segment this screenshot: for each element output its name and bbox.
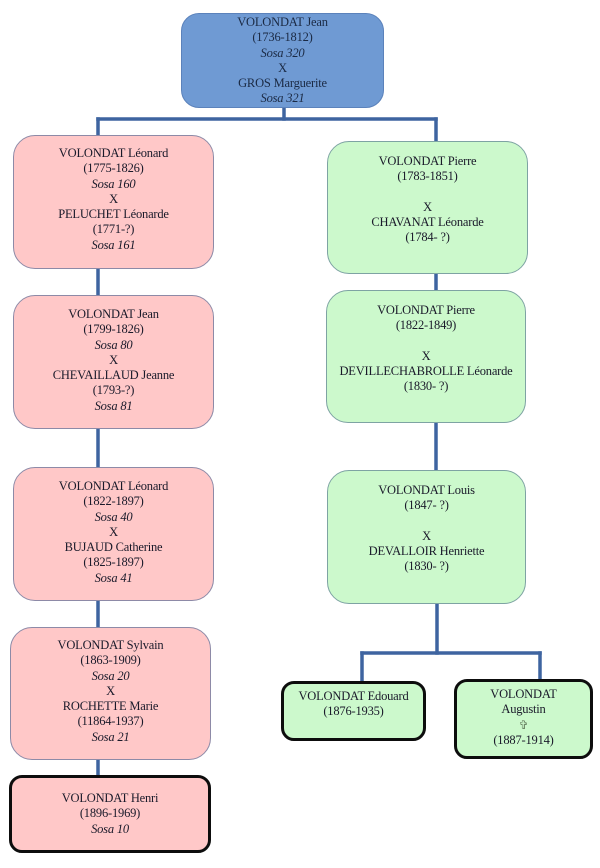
husband-dates: (1783-1851) [397, 169, 458, 184]
wife-name: DEVILLECHABROLLE Léonarde [339, 364, 513, 379]
wife-dates: (1825-1897) [83, 555, 144, 570]
right-couple-box-3: VOLONDAT Louis (1847- ?) X DEVALLOIR Hen… [327, 470, 526, 604]
husband-name: VOLONDAT Jean [237, 15, 328, 29]
person-dates: (1887-1914) [493, 732, 554, 747]
husband-dates: (1775-1826) [83, 161, 144, 176]
wife-sosa: Sosa 21 [91, 729, 130, 744]
wife-dates: (1771-?) [92, 222, 135, 237]
left-couple-box-2: VOLONDAT Jean (1799-1826) Sosa 80 X CHEV… [13, 295, 214, 429]
wife-name: ROCHETTE Marie [62, 699, 159, 714]
wife-sosa: Sosa 81 [94, 398, 133, 413]
husband-sosa: Sosa 160 [91, 176, 136, 191]
person-sosa: Sosa 10 [91, 821, 129, 836]
wife-dates: (1784- ?) [405, 230, 450, 245]
wife-name: CHEVAILLAUD Jeanne [52, 368, 175, 383]
right-couple-box-2: VOLONDAT Pierre (1822-1849) X DEVILLECHA… [326, 290, 526, 423]
person-name: VOLONDAT Edouard [298, 689, 409, 703]
husband-dates: (1736-1812) [252, 30, 313, 45]
person-name-line2: Augustin [501, 702, 546, 717]
marriage-marker: X [423, 199, 432, 214]
husband-dates: (1799-1826) [83, 322, 144, 337]
child-box-augustin: VOLONDAT Augustin ✞ (1887-1914) [454, 679, 593, 759]
wife-name: CHAVANAT Léonarde [371, 215, 484, 230]
person-name-line1: VOLONDAT [490, 687, 557, 701]
wife-name: PELUCHET Léonarde [58, 207, 169, 222]
marriage-marker: X [109, 352, 118, 367]
husband-dates: (1822-1849) [395, 318, 457, 333]
left-couple-box-4: VOLONDAT Sylvain (1863-1909) Sosa 20 X R… [10, 627, 211, 760]
wife-dates: (11864-1937) [77, 714, 144, 729]
wife-dates: (1793-?) [92, 383, 135, 398]
wife-sosa: Sosa 321 [260, 91, 305, 106]
person-dates: (1896-1969) [79, 806, 141, 821]
marriage-marker: X [422, 528, 431, 543]
marriage-marker: X [278, 60, 287, 75]
husband-sosa: Sosa 80 [94, 337, 133, 352]
wife-name: DEVALLOIR Henriette [368, 544, 485, 559]
husband-name: VOLONDAT Sylvain [57, 638, 164, 652]
wife-dates: (1830- ?) [403, 379, 449, 394]
person-dates: (1876-1935) [323, 704, 384, 719]
husband-name: VOLONDAT Jean [68, 307, 159, 321]
wife-dates: (1830- ?) [404, 559, 449, 574]
root-couple-box: VOLONDAT Jean (1736-1812) Sosa 320 X GRO… [181, 13, 384, 108]
wife-name: BUJAUD Catherine [64, 540, 163, 555]
husband-sosa: Sosa 40 [94, 509, 133, 524]
marriage-marker: X [106, 683, 115, 698]
husband-sosa: Sosa 20 [91, 668, 130, 683]
cross-icon: ✞ [518, 717, 529, 732]
person-name: VOLONDAT Henri [61, 791, 159, 805]
child-box-edouard: VOLONDAT Edouard (1876-1935) [281, 681, 426, 741]
marriage-marker: X [109, 524, 118, 539]
wife-sosa: Sosa 161 [91, 237, 136, 252]
wife-sosa: Sosa 41 [94, 570, 133, 585]
left-person-box-henri: VOLONDAT Henri (1896-1969) Sosa 10 [9, 775, 211, 853]
husband-dates: (1863-1909) [80, 653, 141, 668]
marriage-marker: X [109, 191, 118, 206]
husband-name: VOLONDAT Pierre [377, 303, 475, 317]
left-couple-box-3: VOLONDAT Léonard (1822-1897) Sosa 40 X B… [13, 467, 214, 601]
husband-dates: (1847- ?) [404, 498, 449, 513]
husband-name: VOLONDAT Pierre [378, 154, 477, 168]
husband-sosa: Sosa 320 [260, 45, 305, 60]
left-couple-box-1: VOLONDAT Léonard (1775-1826) Sosa 160 X … [13, 135, 214, 269]
wife-name: GROS Marguerite [238, 76, 327, 91]
husband-name: VOLONDAT Léonard [58, 479, 169, 493]
marriage-marker: X [421, 348, 431, 363]
husband-name: VOLONDAT Léonard [58, 146, 169, 160]
husband-dates: (1822-1897) [83, 494, 144, 509]
husband-name: VOLONDAT Louis [378, 483, 475, 497]
right-couple-box-1: VOLONDAT Pierre (1783-1851) X CHAVANAT L… [327, 141, 528, 274]
